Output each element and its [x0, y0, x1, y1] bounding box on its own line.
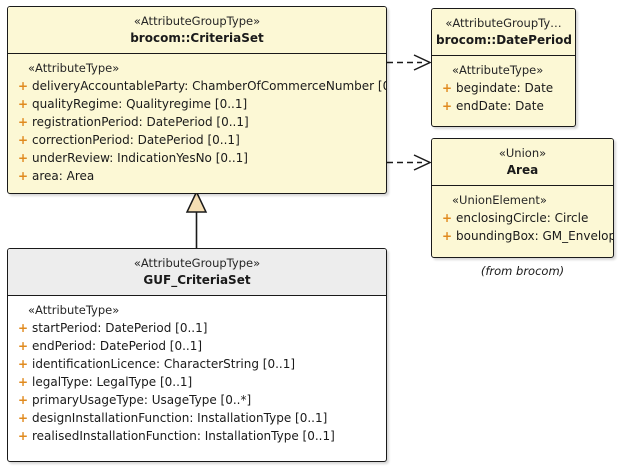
attribute-row[interactable]: + designInstallationFunction: Installati… [14, 409, 380, 427]
attribute-label: endPeriod: DatePeriod [0..1] [32, 339, 203, 353]
attribute-row[interactable]: + deliveryAccountableParty: ChamberOfCom… [14, 77, 386, 95]
generalization-connector-guf-to-criteriaset[interactable] [185, 190, 208, 248]
attribute-row[interactable]: + registrationPeriod: DatePeriod [0..1] [14, 113, 380, 131]
class-name: brocom::DatePeriod [436, 33, 572, 47]
package-origin-caption-area: (from brocom) [480, 264, 565, 278]
attribute-row[interactable]: + qualityRegime: Qualityregime [0..1] [14, 95, 380, 113]
visibility-marker: + [18, 411, 29, 425]
visibility-marker: + [18, 339, 29, 353]
attribute-label: registrationPeriod: DatePeriod [0..1] [32, 115, 249, 129]
compartment-stereotype: «AttributeType» [452, 63, 544, 77]
attribute-label: correctionPeriod: DatePeriod [0..1] [32, 133, 240, 147]
attribute-label: area: Area [32, 169, 95, 183]
attribute-row[interactable]: + endPeriod: DatePeriod [0..1] [14, 337, 380, 355]
attribute-row[interactable]: + boundingBox: GM_Envelope [438, 227, 613, 245]
class-stereotype: «AttributeGroupType» [133, 256, 261, 270]
class-stereotype: «Union» [498, 146, 547, 160]
attribute-row[interactable]: + endDate: Date [438, 97, 569, 115]
class-stereotype: «AttributeGroupType» [133, 14, 261, 28]
visibility-marker: + [442, 99, 453, 113]
attribute-label: deliveryAccountableParty: ChamberOfComme… [32, 79, 387, 93]
attribute-label: endDate: Date [456, 99, 544, 113]
class-attributes-compartment-area: «UnionElement» + enclosingCircle: Circle… [432, 186, 613, 252]
class-stereotype: «AttributeGroupTy… [445, 16, 562, 30]
attribute-row[interactable]: + startPeriod: DatePeriod [0..1] [14, 319, 380, 337]
compartment-stereotype: «AttributeType» [28, 61, 120, 75]
class-box-criteria-set[interactable]: «AttributeGroupType» brocom::CriteriaSet… [7, 6, 387, 194]
attribute-label: primaryUsageType: UsageType [0..*] [32, 393, 252, 407]
attribute-label: begindate: Date [456, 81, 554, 95]
visibility-marker: + [18, 115, 29, 129]
visibility-marker: + [18, 375, 29, 389]
class-box-guf-criteria-set[interactable]: «AttributeGroupType» GUF_CriteriaSet «At… [7, 248, 387, 462]
attribute-row[interactable]: + begindate: Date [438, 79, 569, 97]
visibility-marker: + [18, 97, 29, 111]
attribute-row[interactable]: + legalType: LegalType [0..1] [14, 373, 380, 391]
attribute-label: designInstallationFunction: Installation… [32, 411, 328, 425]
compartment-stereotype: «AttributeType» [28, 303, 120, 317]
attribute-label: legalType: LegalType [0..1] [32, 375, 193, 389]
class-attributes-compartment-criteria-set: «AttributeType» + deliveryAccountablePar… [8, 54, 386, 192]
visibility-marker: + [442, 211, 453, 225]
class-header-criteria-set: «AttributeGroupType» brocom::CriteriaSet [8, 7, 386, 54]
visibility-marker: + [18, 151, 29, 165]
attribute-row[interactable]: + correctionPeriod: DatePeriod [0..1] [14, 131, 380, 149]
class-header-guf-criteria-set: «AttributeGroupType» GUF_CriteriaSet [8, 249, 386, 296]
class-box-date-period[interactable]: «AttributeGroupTy… brocom::DatePeriod «A… [431, 8, 576, 127]
attribute-row[interactable]: + identificationLicence: CharacterString… [14, 355, 380, 373]
visibility-marker: + [18, 133, 29, 147]
attribute-label: underReview: IndicationYesNo [0..1] [32, 151, 248, 165]
attribute-label: boundingBox: GM_Envelope [456, 229, 614, 243]
attribute-label: startPeriod: DatePeriod [0..1] [32, 321, 208, 335]
attribute-row[interactable]: + underReview: IndicationYesNo [0..1] [14, 149, 380, 167]
visibility-marker: + [18, 357, 29, 371]
visibility-marker: + [442, 229, 453, 243]
class-header-date-period: «AttributeGroupTy… brocom::DatePeriod [432, 9, 575, 56]
attribute-label: qualityRegime: Qualityregime [0..1] [32, 97, 248, 111]
attribute-row[interactable]: + primaryUsageType: UsageType [0..*] [14, 391, 380, 409]
compartment-stereotype: «UnionElement» [452, 193, 547, 207]
class-name: brocom::CriteriaSet [130, 31, 264, 45]
dependency-connector-criteriaset-to-dateperiod[interactable] [387, 54, 432, 71]
class-attributes-compartment-date-period: «AttributeType» + begindate: Date + endD… [432, 56, 575, 122]
attribute-row[interactable]: + area: Area [14, 167, 380, 185]
visibility-marker: + [18, 79, 29, 93]
visibility-marker: + [18, 321, 29, 335]
visibility-marker: + [18, 429, 29, 443]
attribute-row[interactable]: + enclosingCircle: Circle [438, 209, 607, 227]
attribute-label: identificationLicence: CharacterString [… [32, 357, 296, 371]
dependency-connector-criteriaset-to-area[interactable] [387, 154, 432, 171]
attribute-label: realisedInstallationFunction: Installati… [32, 429, 335, 443]
class-name: Area [506, 163, 539, 177]
class-box-area[interactable]: «Union» Area «UnionElement» + enclosingC… [431, 138, 614, 258]
visibility-marker: + [442, 81, 453, 95]
attribute-row[interactable]: + realisedInstallationFunction: Installa… [14, 427, 380, 445]
class-name: GUF_CriteriaSet [143, 273, 251, 287]
class-attributes-compartment-guf-criteria-set: «AttributeType» + startPeriod: DatePerio… [8, 296, 386, 452]
visibility-marker: + [18, 393, 29, 407]
visibility-marker: + [18, 169, 29, 183]
class-header-area: «Union» Area [432, 139, 613, 186]
attribute-label: enclosingCircle: Circle [456, 211, 589, 225]
